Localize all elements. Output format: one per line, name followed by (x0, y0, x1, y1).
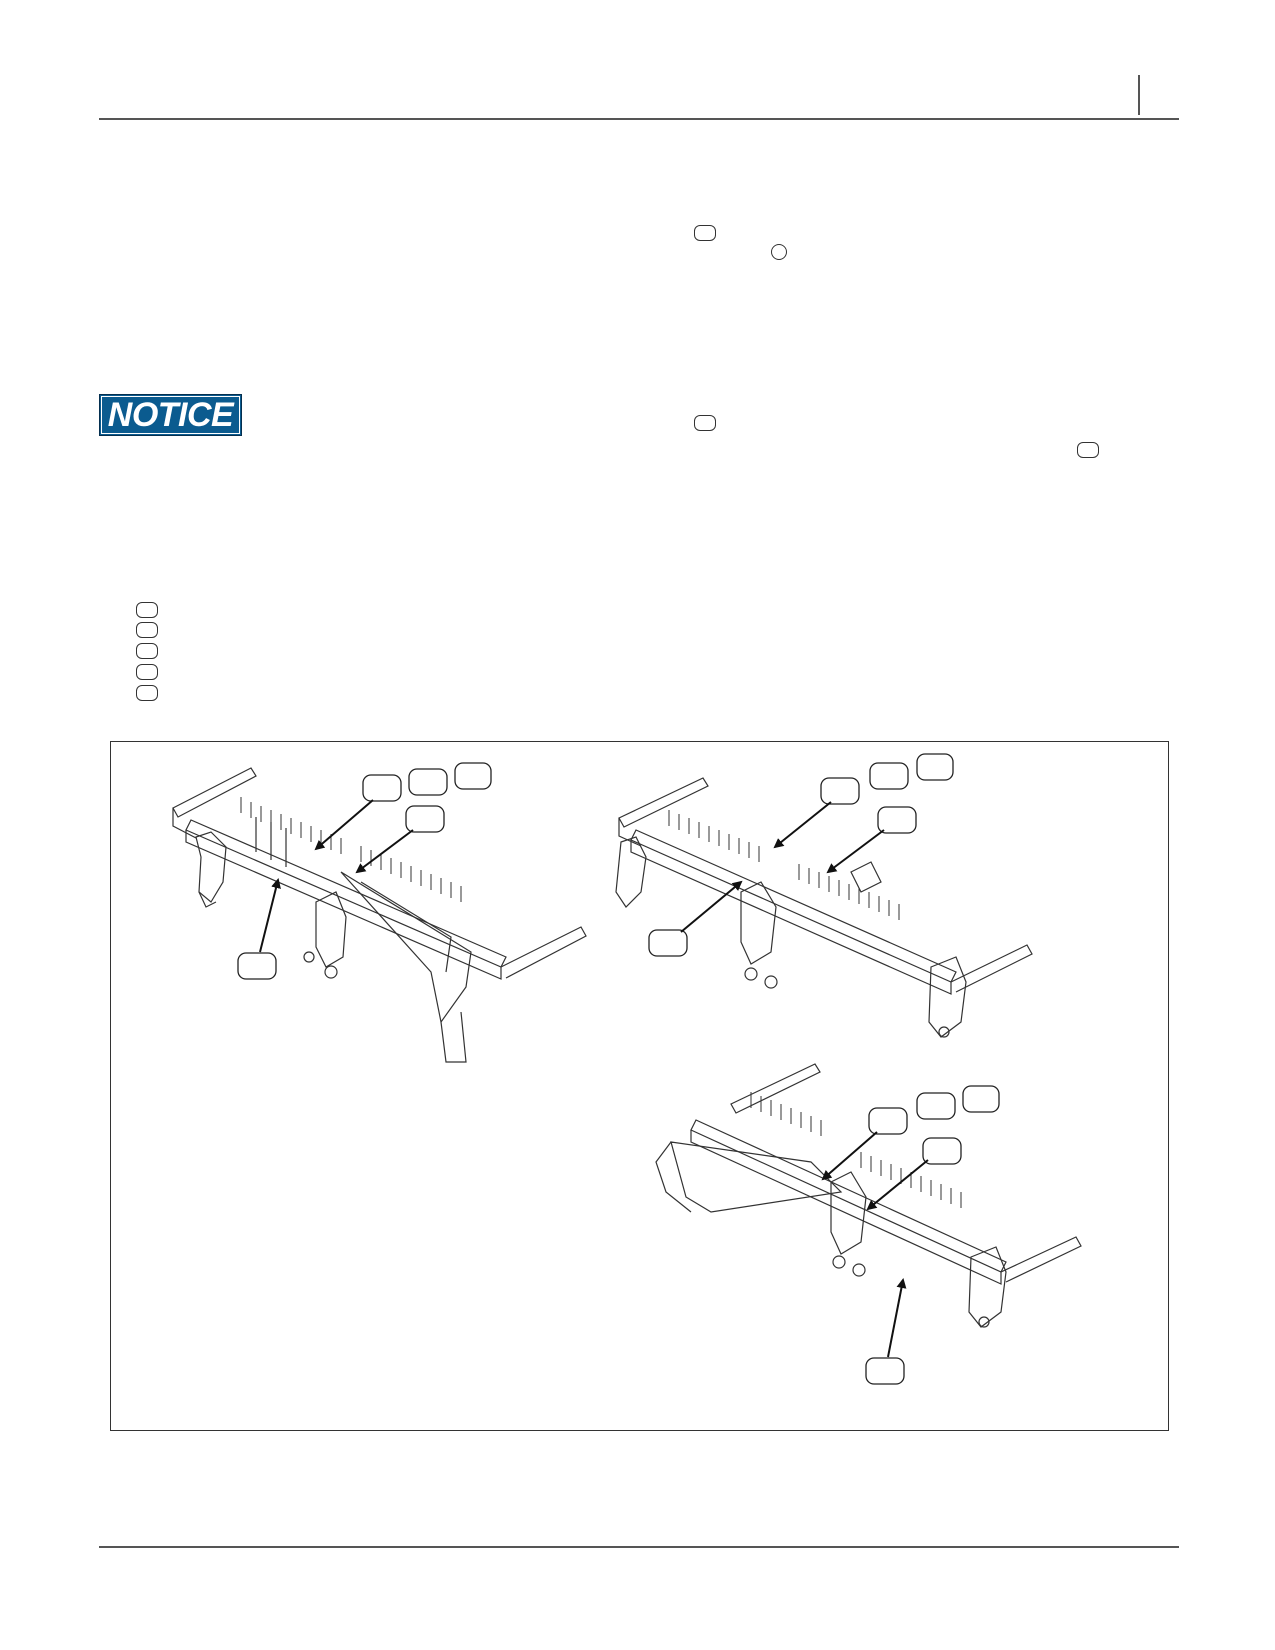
header-page-marker-bar (1138, 75, 1140, 115)
callout-marker (1077, 442, 1099, 458)
right-upper-view-arrows (680, 801, 885, 933)
right-lower-view-arrows (821, 1131, 929, 1358)
right-lower-toolbar-view (655, 1063, 1082, 1328)
list-callout-marker (136, 685, 158, 701)
header-rule (99, 118, 1179, 120)
right-upper-toolbar-view (615, 777, 1033, 1038)
list-callout-marker (136, 602, 158, 618)
list-callout-marker (136, 643, 158, 659)
callout-circle-marker (771, 244, 787, 260)
left-toolbar-view (172, 767, 587, 1063)
left-view-callouts (237, 762, 492, 980)
footer-rule (99, 1546, 1179, 1548)
callout-marker (694, 415, 716, 431)
toolbar-figure (110, 741, 1169, 1431)
callout-marker (694, 225, 716, 241)
right-lower-view-callouts (865, 1085, 1000, 1385)
right-upper-view-callouts (648, 753, 954, 957)
list-callout-marker (136, 622, 158, 638)
toolbar-illustrations (172, 753, 1082, 1385)
left-view-arrows (259, 799, 414, 953)
list-callout-marker (136, 664, 158, 680)
notice-label: NOTICE (99, 394, 242, 436)
